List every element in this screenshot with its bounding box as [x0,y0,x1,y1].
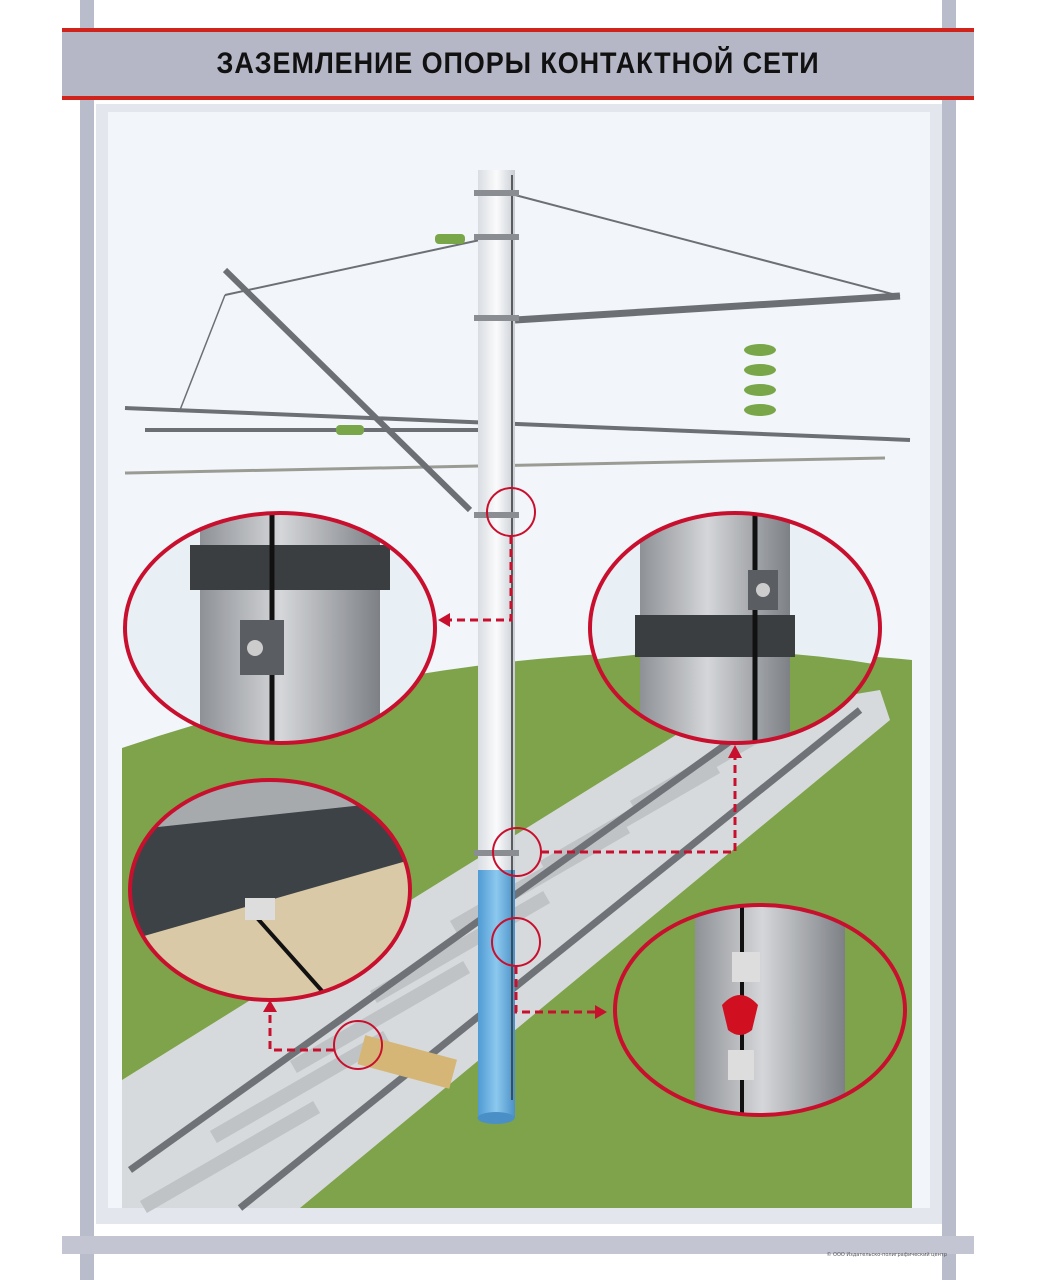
callout-arrows [268,536,737,1052]
zoom-spark-gap [613,903,907,1117]
copyright-text: © ООО Издательско-полиграфический центр [826,1252,947,1258]
frame-bar-left [80,0,94,1280]
insulator-string [336,234,776,435]
support-pole [478,170,515,870]
bottom-band [62,1236,974,1254]
title-band: ЗАЗЕМЛЕНИЕ ОПОРЫ КОНТАКТНОЙ СЕТИ [62,28,974,100]
pole-foot [477,1112,515,1124]
pole-clamps [474,190,519,856]
zoom-upper-clamp [123,511,437,745]
zoom-rail-connection [128,778,412,1002]
pole-base-blue [478,870,515,1118]
rail-right [237,707,863,1211]
arrow-heads [263,613,742,1019]
rail-left [127,717,763,1173]
poster-title: ЗАЗЕМЛЕНИЕ ОПОРЫ КОНТАКТНОЙ СЕТИ [216,47,820,80]
frame-bar-right [942,0,956,1280]
